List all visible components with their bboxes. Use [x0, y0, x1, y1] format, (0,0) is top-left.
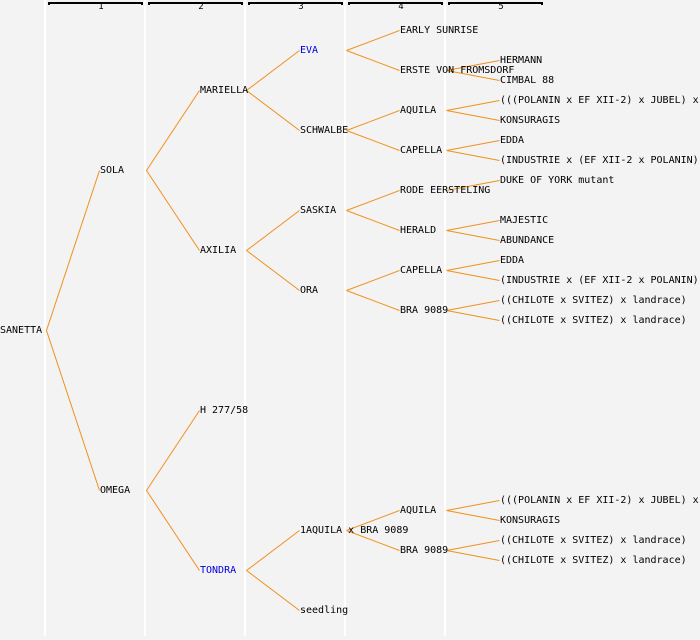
pedigree-link: [446, 550, 500, 561]
pedigree-node-gen3[interactable]: EVA: [300, 45, 319, 56]
pedigree-link: [346, 50, 400, 71]
pedigree-link: [446, 540, 500, 551]
column-separator: [144, 0, 146, 636]
pedigree-link: [446, 140, 500, 151]
pedigree-link: [446, 70, 500, 81]
pedigree-node-gen2[interactable]: TONDRA: [200, 565, 237, 576]
pedigree-node-gen4[interactable]: ERSTE VON FROMSDORF: [400, 65, 515, 76]
generation-header-bracket: [448, 2, 543, 5]
pedigree-node-gen4[interactable]: AQUILA: [400, 505, 437, 516]
pedigree-node-gen2[interactable]: MARIELLA: [200, 85, 249, 96]
pedigree-link: [446, 230, 500, 241]
pedigree-node-gen2[interactable]: H 277/58: [200, 405, 249, 416]
pedigree-node-gen4[interactable]: HERALD: [400, 225, 437, 236]
column-separator: [344, 0, 346, 636]
pedigree-link: [446, 300, 500, 311]
pedigree-link: [446, 110, 500, 121]
pedigree-node-gen4[interactable]: BRA 9089: [400, 305, 449, 316]
pedigree-link: [446, 150, 500, 161]
pedigree-link: [346, 270, 400, 291]
pedigree-link: [146, 410, 200, 491]
pedigree-link: [246, 570, 300, 611]
pedigree-link: [246, 250, 300, 291]
pedigree-link: [446, 510, 500, 521]
pedigree-link: [246, 530, 300, 571]
pedigree-link: [446, 310, 500, 321]
pedigree-link: [446, 180, 500, 191]
column-separator: [444, 0, 446, 636]
pedigree-node-gen5[interactable]: ((CHILOTE x SVITEZ) x landrace): [500, 535, 687, 546]
pedigree-node-gen4[interactable]: RODE EERSTELING: [400, 185, 491, 196]
pedigree-link: [146, 170, 200, 251]
pedigree-node-gen5[interactable]: (INDUSTRIE x (EF XII-2 x POLANIN)): [500, 155, 700, 166]
generation-label-1: 1: [98, 2, 104, 12]
pedigree-node-gen5[interactable]: ((CHILOTE x SVITEZ) x landrace): [500, 555, 687, 566]
generation-header-bracket: [48, 2, 143, 5]
generation-label-3: 3: [298, 2, 304, 12]
pedigree-link: [246, 50, 300, 91]
generation-header-bracket: [348, 2, 443, 5]
pedigree-node-gen4[interactable]: AQUILA: [400, 105, 437, 116]
pedigree-node-gen4[interactable]: BRA 9089: [400, 545, 449, 556]
pedigree-link: [346, 510, 400, 531]
pedigree-link: [346, 30, 400, 51]
pedigree-node-gen1[interactable]: OMEGA: [100, 485, 131, 496]
generation-header-bracket: [248, 2, 343, 5]
pedigree-node-gen3[interactable]: ORA: [300, 285, 319, 296]
pedigree-node-gen5[interactable]: EDDA: [500, 255, 525, 266]
pedigree-link: [346, 190, 400, 211]
pedigree-link: [246, 210, 300, 251]
pedigree-link: [446, 260, 500, 271]
column-separator: [44, 0, 46, 636]
pedigree-node-gen5[interactable]: HERMANN: [500, 55, 543, 66]
generation-label-2: 2: [198, 2, 204, 12]
pedigree-node-gen5[interactable]: KONSURAGIS: [500, 115, 561, 126]
pedigree-link: [446, 270, 500, 281]
pedigree-node-gen3[interactable]: 1AQUILA x BRA 9089: [300, 525, 409, 536]
pedigree-link: [46, 170, 100, 331]
pedigree-link: [446, 60, 500, 71]
pedigree-node-gen4[interactable]: CAPELLA: [400, 145, 443, 156]
pedigree-node-gen4[interactable]: CAPELLA: [400, 265, 443, 276]
pedigree-node-gen3[interactable]: SCHWALBE: [300, 125, 349, 136]
pedigree-node-gen0[interactable]: SANETTA: [0, 325, 43, 336]
pedigree-node-gen3[interactable]: SASKIA: [300, 205, 337, 216]
pedigree-node-gen5[interactable]: (((POLANIN x EF XII-2) x JUBEL) x: [500, 95, 699, 106]
pedigree-link: [446, 500, 500, 511]
pedigree-link: [346, 290, 400, 311]
pedigree-node-gen5[interactable]: (INDUSTRIE x (EF XII-2 x POLANIN)): [500, 275, 700, 286]
generation-label-4: 4: [398, 2, 404, 12]
pedigree-link: [146, 90, 200, 171]
pedigree-node-gen5[interactable]: EDDA: [500, 135, 525, 146]
pedigree-node-gen5[interactable]: CIMBAL 88: [500, 75, 555, 86]
pedigree-node-gen3[interactable]: seedling: [300, 605, 349, 616]
pedigree-node-gen5[interactable]: ((CHILOTE x SVITEZ) x landrace): [500, 295, 687, 306]
pedigree-node-gen5[interactable]: DUKE OF YORK mutant: [500, 175, 615, 186]
pedigree-link: [346, 530, 400, 551]
pedigree-node-gen5[interactable]: (((POLANIN x EF XII-2) x JUBEL) x: [500, 495, 699, 506]
pedigree-link: [146, 490, 200, 571]
pedigree-node-gen5[interactable]: ABUNDANCE: [500, 235, 555, 246]
column-separator: [244, 0, 246, 636]
pedigree-link: [346, 130, 400, 151]
generation-label-5: 5: [498, 2, 504, 12]
pedigree-link: [46, 330, 100, 491]
pedigree-link: [346, 210, 400, 231]
pedigree-node-gen1[interactable]: SOLA: [100, 165, 125, 176]
pedigree-node-gen5[interactable]: KONSURAGIS: [500, 515, 561, 526]
pedigree-node-gen5[interactable]: MAJESTIC: [500, 215, 549, 226]
pedigree-node-gen2[interactable]: AXILIA: [200, 245, 237, 256]
pedigree-link: [446, 220, 500, 231]
pedigree-link: [346, 110, 400, 131]
pedigree-node-gen5[interactable]: ((CHILOTE x SVITEZ) x landrace): [500, 315, 687, 326]
pedigree-link: [246, 90, 300, 131]
generation-header-bracket: [148, 2, 243, 5]
pedigree-node-gen4[interactable]: EARLY SUNRISE: [400, 25, 479, 36]
pedigree-link: [446, 100, 500, 111]
